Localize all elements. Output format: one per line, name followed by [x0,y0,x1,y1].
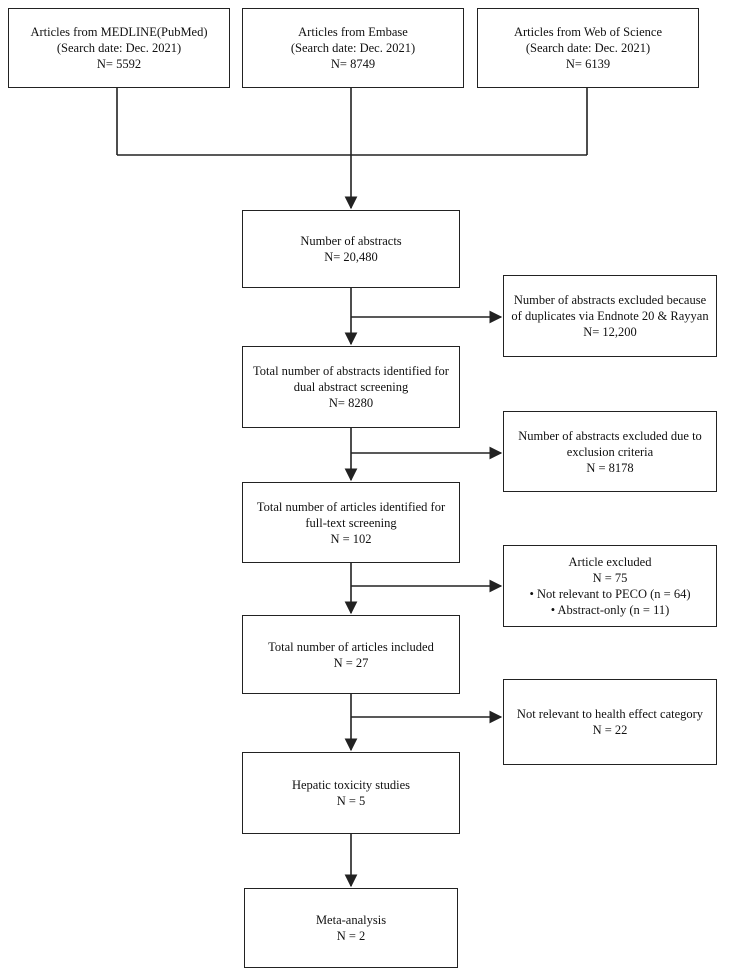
source-title: Articles from Embase [298,25,408,39]
exclusion-title: Number of abstracts excluded due to [518,428,702,443]
exclusion-detail: of duplicates via Endnote 20 & Rayyan [511,309,709,323]
step-box-dual-screening: Total number of abstracts identified for… [242,346,460,428]
step-box-abstracts: Number of abstracts N= 20,480 [242,210,460,288]
step-title: Total number of articles included [268,639,434,654]
step-count: N = 5 [336,794,366,808]
exclusion-count: N= 12,200 [583,325,637,339]
exclusion-reason: • Not relevant to PECO (n = 64) [529,587,691,601]
exclusion-box-duplicates: Number of abstracts excluded because of … [503,275,717,357]
step-title: Number of abstracts [300,234,402,248]
step-title: Total number of articles identified for [256,499,446,514]
step-count: N= 20,480 [324,250,378,264]
exclusion-box-criteria: Number of abstracts excluded due to excl… [503,411,717,492]
source-search-date: (Search date: Dec. 2021) [56,41,182,55]
source-count: N= 8749 [330,57,376,71]
exclusion-title: Not relevant to health effect category [516,707,704,721]
exclusion-count: N = 75 [592,571,628,585]
step-count: N= 8280 [328,396,374,410]
source-count: N= 6139 [565,57,611,71]
step-subtitle: full-text screening [305,515,397,530]
step-box-hepatic: Hepatic toxicity studies N = 5 [242,752,460,834]
exclusion-count: N = 8178 [586,460,634,475]
exclusion-count: N = 22 [592,723,628,737]
step-title: Hepatic toxicity studies [291,778,411,792]
step-count: N = 27 [333,655,369,670]
exclusion-title: Article excluded [568,555,652,569]
step-subtitle: dual abstract screening [293,380,409,394]
source-title: Articles from MEDLINE(PubMed) [30,25,208,39]
exclusion-title: Number of abstracts excluded because [513,293,707,307]
exclusion-detail: exclusion criteria [566,444,654,459]
source-title: Articles from Web of Science [513,25,663,39]
exclusion-box-health-effect: Not relevant to health effect category N… [503,679,717,765]
step-count: N = 2 [336,929,366,943]
step-box-included: Total number of articles included N = 27 [242,615,460,694]
source-count: N= 5592 [96,57,142,71]
source-box-medline: Articles from MEDLINE(PubMed) (Search da… [8,8,230,88]
source-box-embase: Articles from Embase (Search date: Dec. … [242,8,464,88]
source-search-date: (Search date: Dec. 2021) [525,41,651,55]
step-count: N = 102 [330,531,372,546]
step-title: Total number of abstracts identified for [253,364,449,378]
step-box-meta-analysis: Meta-analysis N = 2 [244,888,458,968]
source-search-date: (Search date: Dec. 2021) [290,41,416,55]
step-box-full-text: Total number of articles identified for … [242,482,460,563]
step-title: Meta-analysis [315,913,387,927]
exclusion-reason: • Abstract-only (n = 11) [550,603,670,617]
exclusion-box-articles: Article excluded N = 75 • Not relevant t… [503,545,717,627]
source-box-web-of-science: Articles from Web of Science (Search dat… [477,8,699,88]
